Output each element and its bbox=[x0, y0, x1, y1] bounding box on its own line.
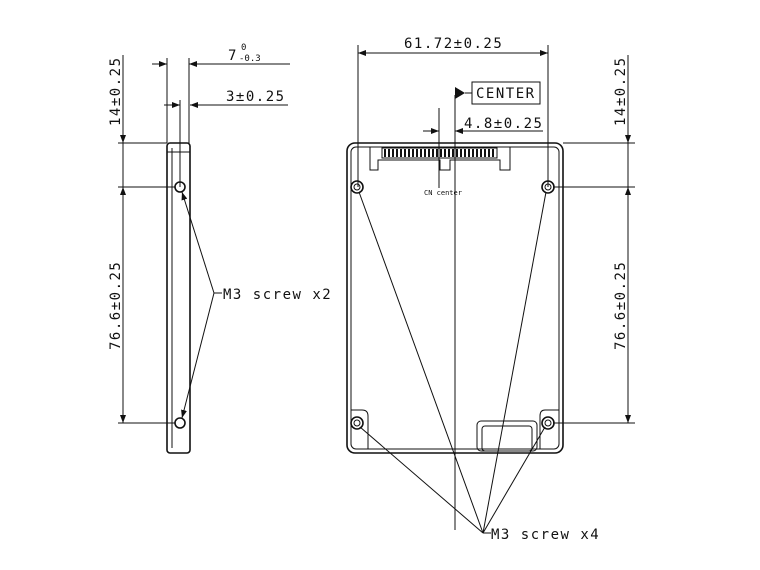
center-marker-icon bbox=[455, 87, 465, 99]
side-span-dim: 76.6±0.25 bbox=[108, 261, 124, 350]
screw-hole-icon bbox=[174, 417, 186, 429]
screw-hole-icon bbox=[350, 416, 364, 430]
width-dim: 61.72±0.25 bbox=[404, 36, 503, 52]
sata-connector bbox=[369, 147, 511, 171]
side-view: 7 0 -0.3 3±0.25 14±0.25 76.6±0.25 M3 scr… bbox=[108, 43, 332, 454]
cn-center-label: CN center bbox=[424, 189, 462, 197]
side-screw-label: M3 screw x2 bbox=[223, 287, 332, 303]
thickness-tol-lower: -0.3 bbox=[239, 54, 261, 64]
screw-hole-icon bbox=[541, 416, 555, 430]
offset-dim: 4.8±0.25 bbox=[464, 116, 543, 132]
thickness-tol-upper: 0 bbox=[241, 43, 246, 53]
front-view: CN center 61.72±0.25 CENTER 4.8±0.25 14±… bbox=[346, 36, 635, 543]
thickness-dim: 7 bbox=[228, 48, 238, 64]
inner-dim: 3±0.25 bbox=[226, 89, 286, 105]
front-span-dim: 76.6±0.25 bbox=[613, 261, 629, 350]
front-top-dim: 14±0.25 bbox=[613, 56, 629, 126]
side-body bbox=[166, 142, 191, 454]
front-screw-label: M3 screw x4 bbox=[491, 527, 600, 543]
center-label: CENTER bbox=[476, 86, 536, 102]
screw-hole-icon bbox=[350, 180, 364, 194]
side-top-dim: 14±0.25 bbox=[108, 56, 124, 126]
